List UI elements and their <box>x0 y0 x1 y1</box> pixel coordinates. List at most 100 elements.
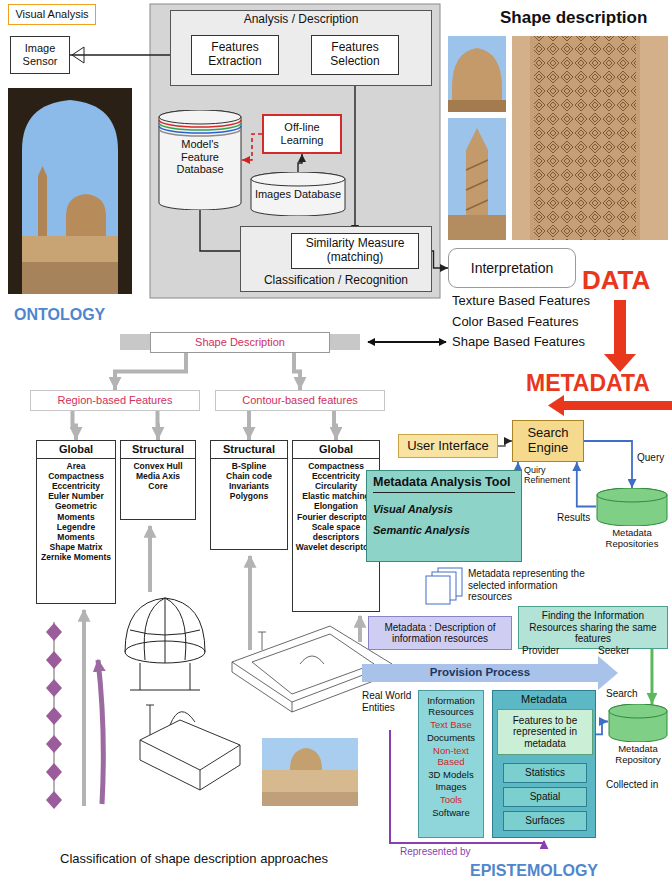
node-text: Compactness <box>37 471 115 481</box>
node-text: Convex Hull <box>121 461 195 471</box>
label-text: Quiry Refinement <box>524 465 572 486</box>
node-text: Euler Number <box>37 491 115 501</box>
node-text: Information Resources <box>422 695 480 719</box>
node-text: Semantic Analysis <box>373 520 515 541</box>
label-text: Results <box>557 512 590 524</box>
minaret-spiral <box>466 160 488 210</box>
purple-arrow <box>98 660 103 804</box>
node-text: Eccentricity <box>37 481 115 491</box>
feature-box: Features to be represented in metadata <box>497 709 593 755</box>
node-text: Model's Feature Database <box>162 138 238 176</box>
node-text: Visual Analysis <box>373 499 515 520</box>
node-text: Chain code <box>211 471 287 481</box>
cylinder-body <box>609 704 667 742</box>
label-text: DATA <box>582 266 650 296</box>
diamond-profile <box>46 623 62 809</box>
label-text: Shape description <box>500 8 647 28</box>
connector <box>596 722 608 735</box>
node-text: Legendre Moments <box>37 522 115 542</box>
node-text: Metadata : Description of information re… <box>372 622 508 645</box>
connector <box>247 411 251 440</box>
node-text: Image Sensor <box>14 42 66 67</box>
connector <box>242 134 262 160</box>
link-arrow <box>368 341 446 343</box>
node-text: Shape Matrix <box>37 542 115 552</box>
node-text: Documents <box>427 732 475 745</box>
node-text: Metadata Repositories <box>600 528 664 550</box>
node-text: Finding the Information Resources sharin… <box>522 610 664 645</box>
photo-drum <box>448 100 506 112</box>
label-text: Collected in <box>606 779 658 791</box>
metadata-column: MetadataFeatures to be represented in me… <box>492 690 596 838</box>
cylinder-ring <box>159 129 241 136</box>
process-box: Finding the Information Resources sharin… <box>518 606 668 649</box>
photo-dome <box>290 748 322 770</box>
process-box: Similarity Measure (matching) <box>291 233 419 269</box>
connector <box>498 441 512 446</box>
label-text: Represented by <box>400 846 471 858</box>
caption-text: Classification of shape description appr… <box>60 852 328 867</box>
repository-cylinder: Metadata Repositories <box>596 488 668 562</box>
node-text: Provision Process <box>430 666 530 679</box>
flow-arrow <box>548 395 564 416</box>
node-text: Similarity Measure (matching) <box>295 237 415 265</box>
process-box: Off-line Learning <box>262 114 342 154</box>
connector <box>584 441 632 488</box>
node-text: Spatial <box>530 791 561 803</box>
node-text: Statistics <box>525 767 565 779</box>
band-arrowhead <box>598 656 618 690</box>
photo-minaret <box>38 176 47 236</box>
cylinder-top <box>609 704 667 718</box>
connector <box>577 462 596 507</box>
label-text: Seeker <box>598 645 630 657</box>
node-text: Features Selection <box>315 41 395 69</box>
node-text: Global <box>37 441 115 459</box>
metadata-cell: Statistics <box>503 763 587 783</box>
cylinder-body <box>597 488 667 526</box>
process-band: Provision Process <box>362 664 598 682</box>
label-text: Query <box>637 452 664 464</box>
label-text: Texture Based Features <box>452 294 590 309</box>
interface-box: User Interface <box>398 434 498 458</box>
node-text: Structural <box>211 441 287 459</box>
photo-sky <box>262 738 358 806</box>
connector <box>334 411 336 440</box>
flow-arrow <box>604 354 636 372</box>
node-text: Metadata Analysis Tool <box>373 475 515 493</box>
photo-minaret <box>38 166 47 176</box>
node-text: Contour-based features <box>242 394 358 407</box>
node-text: Media Axis <box>121 471 195 481</box>
node-text: Software <box>432 807 470 820</box>
sensor-box: Image Sensor <box>10 36 70 74</box>
label-text: Search <box>606 688 638 700</box>
node-text: Invariants <box>211 481 287 491</box>
dome-wireframe <box>125 598 205 690</box>
repository-cylinder: Metadata Repository <box>608 704 668 774</box>
node-text: Metadata <box>521 693 567 706</box>
node-text: Structural <box>121 441 195 459</box>
node-text: Search Engine <box>516 426 580 456</box>
node-text: Tools <box>440 794 462 807</box>
metadata-cell: Spatial <box>503 787 587 807</box>
feature-list: GlobalAreaCompactnessEccentricityEuler N… <box>36 440 116 604</box>
photo-court <box>262 770 358 806</box>
flow-arrow <box>614 300 626 356</box>
node-text: Shape Description <box>195 336 285 349</box>
label-text: ONTOLOGY <box>14 306 105 324</box>
connector <box>115 353 186 390</box>
photo-sky <box>448 118 506 240</box>
connector <box>294 353 300 390</box>
grey-arrow <box>82 610 86 806</box>
process-box: Features Selection <box>311 35 399 75</box>
node-text: Text Base <box>430 719 472 732</box>
photo-sky <box>22 100 118 294</box>
node-text: 3D Models <box>428 769 473 782</box>
connector <box>354 75 355 233</box>
engine-box: Search Engine <box>512 420 584 462</box>
node-text: Metadata Repository <box>612 744 664 766</box>
database-cylinder: Model's Feature Database <box>158 110 242 210</box>
cylinder-top <box>251 172 345 186</box>
photo-frame <box>8 88 132 294</box>
node-text: Surfaces <box>525 815 564 827</box>
